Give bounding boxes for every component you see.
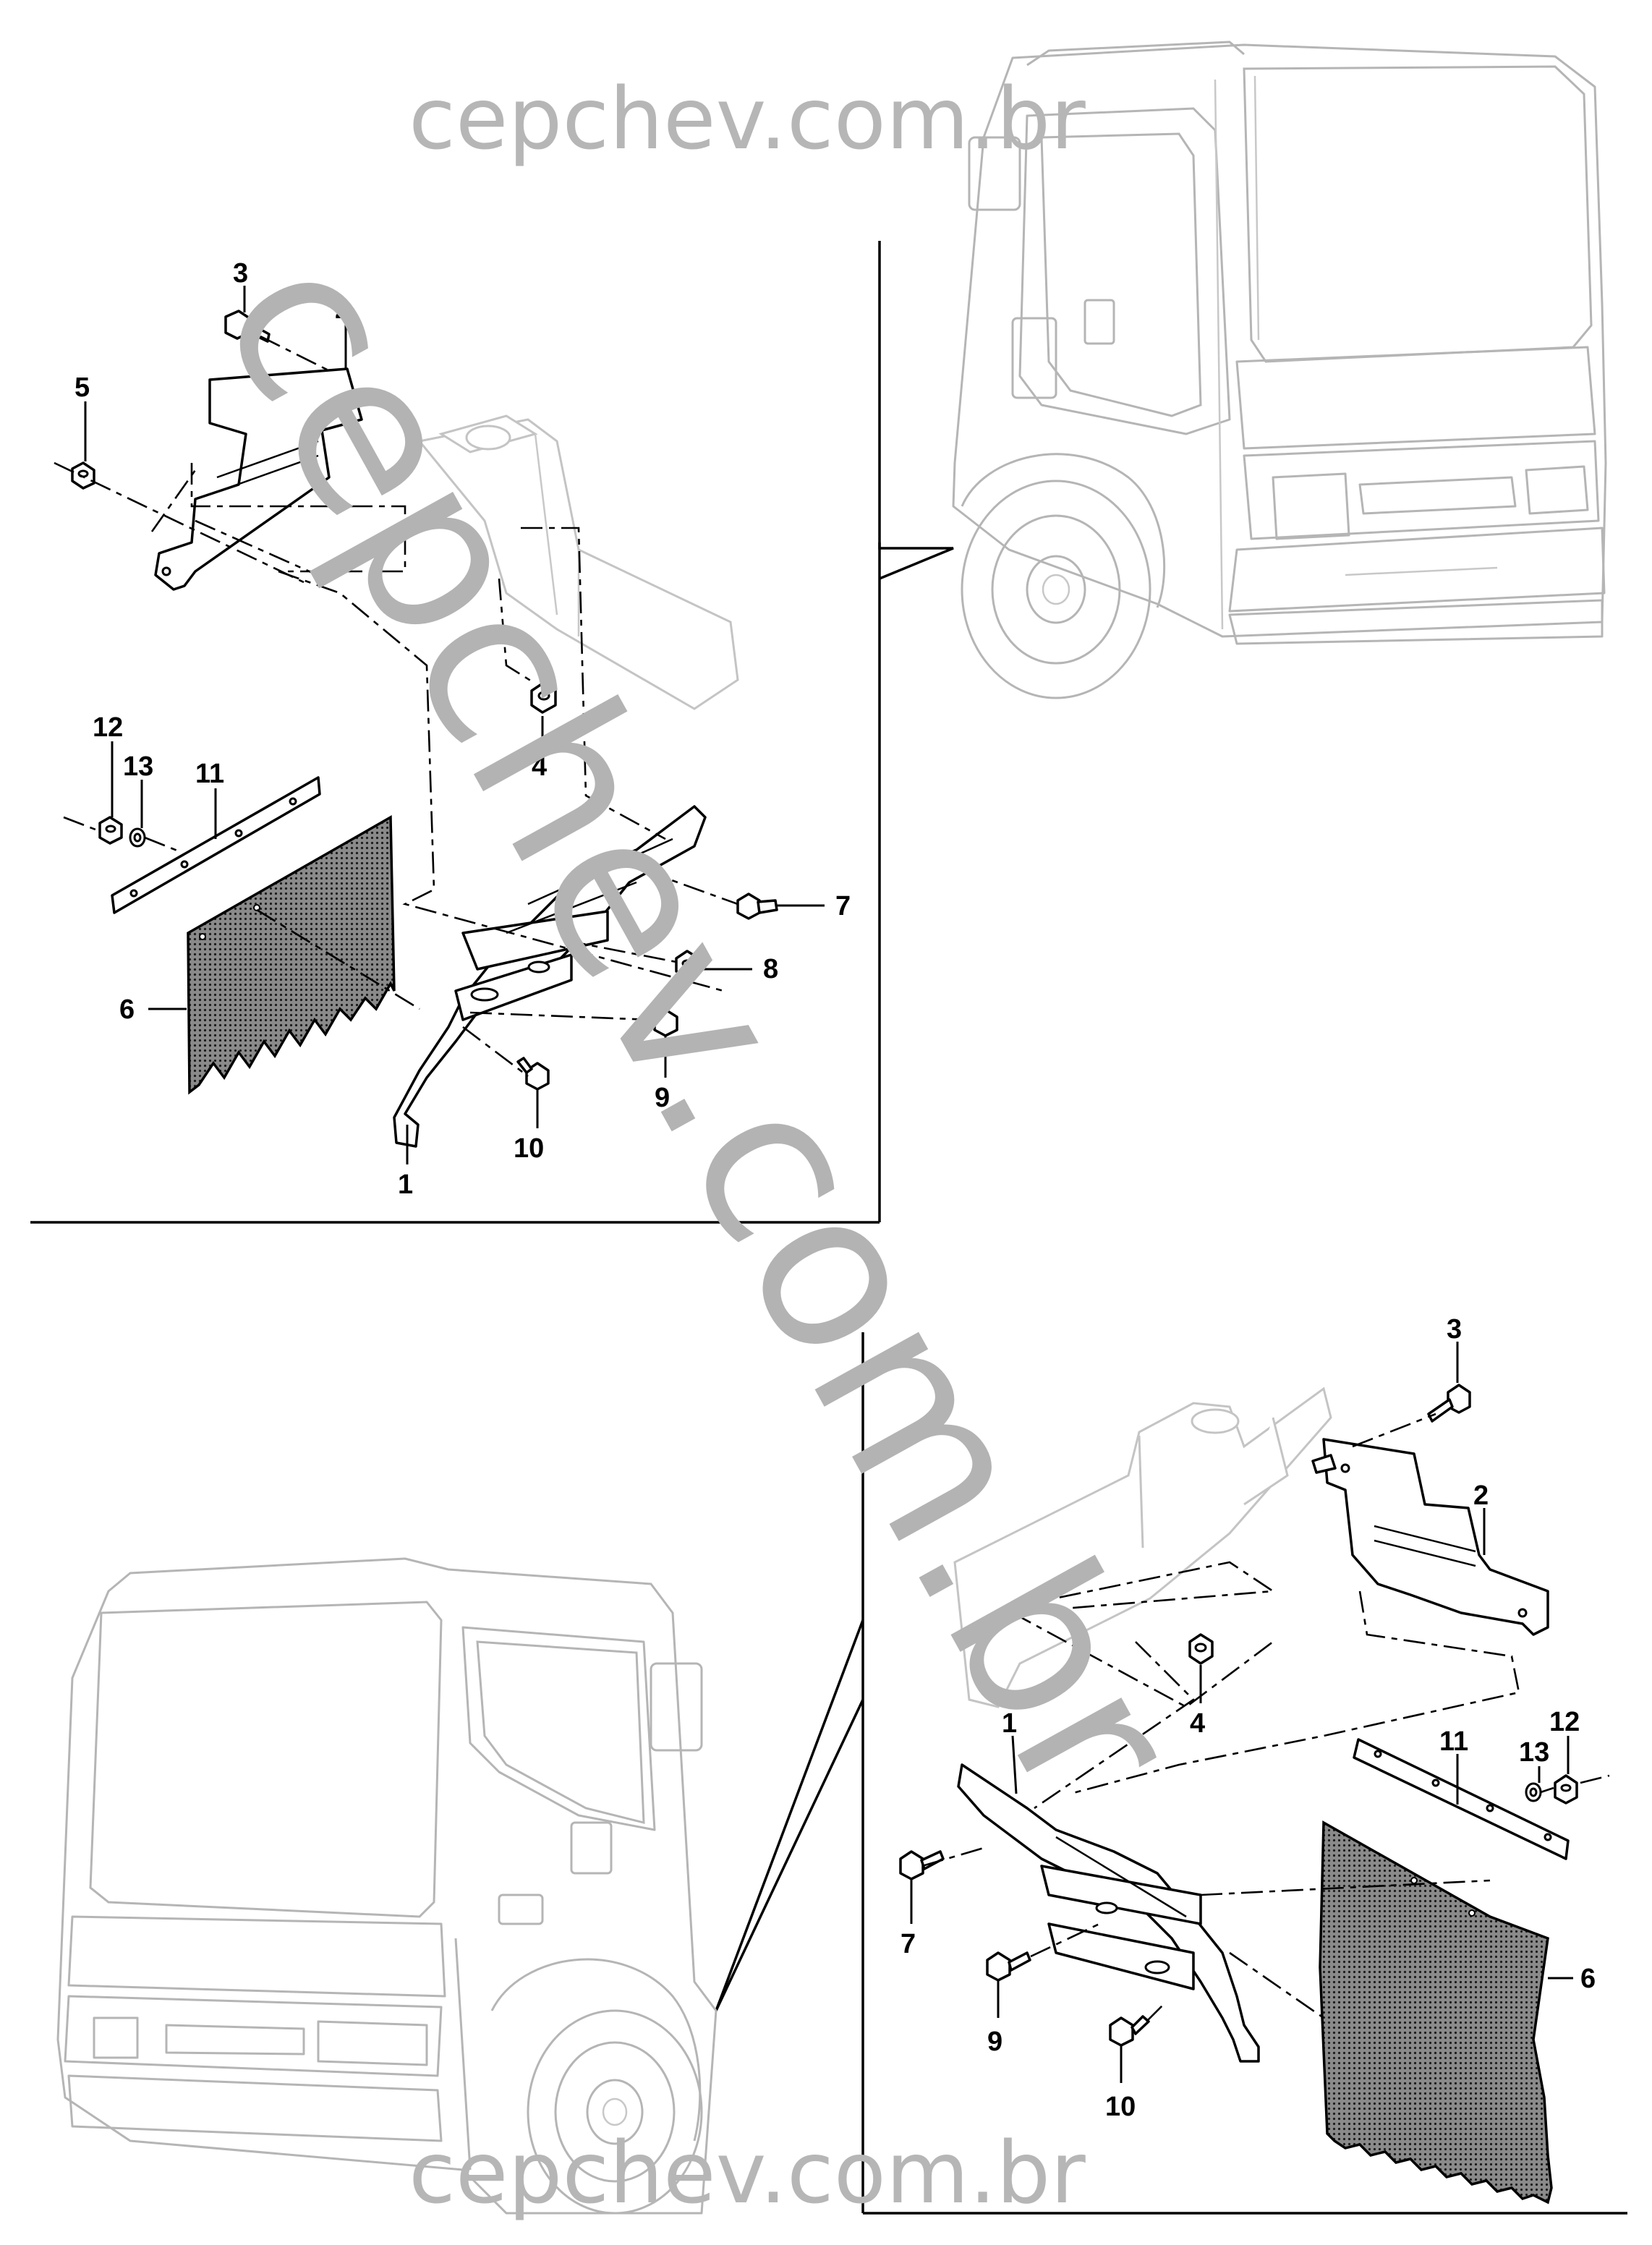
- part-3-bolt: [224, 310, 271, 343]
- upper-frame-rail: [417, 414, 739, 710]
- lower-callout-9: 9: [987, 2027, 1002, 2057]
- upper-callout-4: 4: [532, 751, 547, 782]
- lower-callout-13: 13: [1519, 1737, 1549, 1768]
- truck-cab-front-right-view: [952, 41, 1607, 699]
- part-13-lower-washer: [1525, 1782, 1542, 1802]
- upper-callout-5: 5: [74, 372, 90, 403]
- part-1-mudflap-bracket: [393, 805, 707, 1148]
- lower-callout-3: 3: [1447, 1314, 1462, 1345]
- upper-callout-9: 9: [655, 1083, 670, 1113]
- part-9-bolt: [650, 1002, 678, 1037]
- lower-callout-7: 7: [900, 1929, 916, 1959]
- lower-callout-10: 10: [1105, 2092, 1136, 2122]
- part-4-nut: [530, 682, 557, 714]
- lower-callout-12: 12: [1549, 1707, 1580, 1737]
- upper-callout-1: 1: [398, 1170, 413, 1200]
- part-2-lower-bracket: [1311, 1438, 1549, 1636]
- part-8-bolt: [675, 950, 700, 979]
- watermark-diagonal: cepchev.com.br: [172, 213, 1228, 1843]
- part-7-lower-bolt: [899, 1850, 945, 1880]
- watermark-top: cepchev.com.br: [409, 69, 1086, 169]
- upper-callout-12: 12: [93, 712, 123, 743]
- part-10-lower-bolt: [1109, 2015, 1150, 2047]
- upper-callout-2: 2: [335, 294, 350, 325]
- part-4-lower-nut: [1188, 1633, 1214, 1665]
- part-7-bolt: [736, 893, 778, 920]
- upper-callout-10: 10: [514, 1133, 544, 1164]
- upper-callouts: 3 2 5 4 12 13 11 7 8 9 10 6 1: [74, 258, 851, 1200]
- frame-lines: [30, 241, 1627, 2215]
- lower-callout-4: 4: [1190, 1708, 1205, 1739]
- upper-callout-7: 7: [835, 891, 851, 921]
- upper-callout-11: 11: [195, 759, 224, 789]
- lower-callouts: 3 2 4 1 11 13 12 6 7 9 10: [900, 1314, 1596, 2122]
- part-12-nut: [98, 816, 123, 845]
- upper-callout-8: 8: [763, 954, 778, 984]
- upper-dashed-guides: [54, 335, 738, 1078]
- part-1-lower-mudflap-bracket: [957, 1763, 1260, 2063]
- upper-callout-6: 6: [119, 994, 135, 1025]
- upper-callout-13: 13: [123, 751, 153, 782]
- part-2-upper-bracket: [154, 367, 374, 591]
- truck-cab-front-left-view: [56, 1557, 718, 2215]
- upper-callout-3: 3: [233, 258, 248, 289]
- lower-callout-2: 2: [1473, 1481, 1489, 1511]
- upper-assembly: 3 2 5 4 12 13 11 7 8 9 10 6 1: [54, 258, 851, 1200]
- part-10-bolt: [516, 1057, 550, 1091]
- part-11-lower-strip: [1353, 1738, 1570, 1860]
- part-11-strip: [111, 776, 321, 914]
- part-3-lower-bolt: [1427, 1384, 1471, 1423]
- lower-frame-rail: [953, 1386, 1332, 1708]
- lower-callout-1: 1: [1002, 1708, 1017, 1739]
- part-9-lower-bolt: [986, 1951, 1031, 1982]
- lower-assembly: 3 2 4 1 11 13 12 6 7 9 10: [899, 1314, 1610, 2204]
- part-13-washer: [129, 827, 146, 848]
- lower-callout-6: 6: [1580, 1964, 1596, 1994]
- lower-callout-11: 11: [1439, 1726, 1468, 1757]
- watermark-bottom: cepchev.com.br: [409, 2123, 1086, 2223]
- part-5-nut: [71, 461, 95, 490]
- part-6-lower-mudflap: [1319, 1820, 1553, 2204]
- part-12-lower-nut: [1554, 1774, 1578, 1805]
- part-6-mudflap: [187, 815, 396, 1095]
